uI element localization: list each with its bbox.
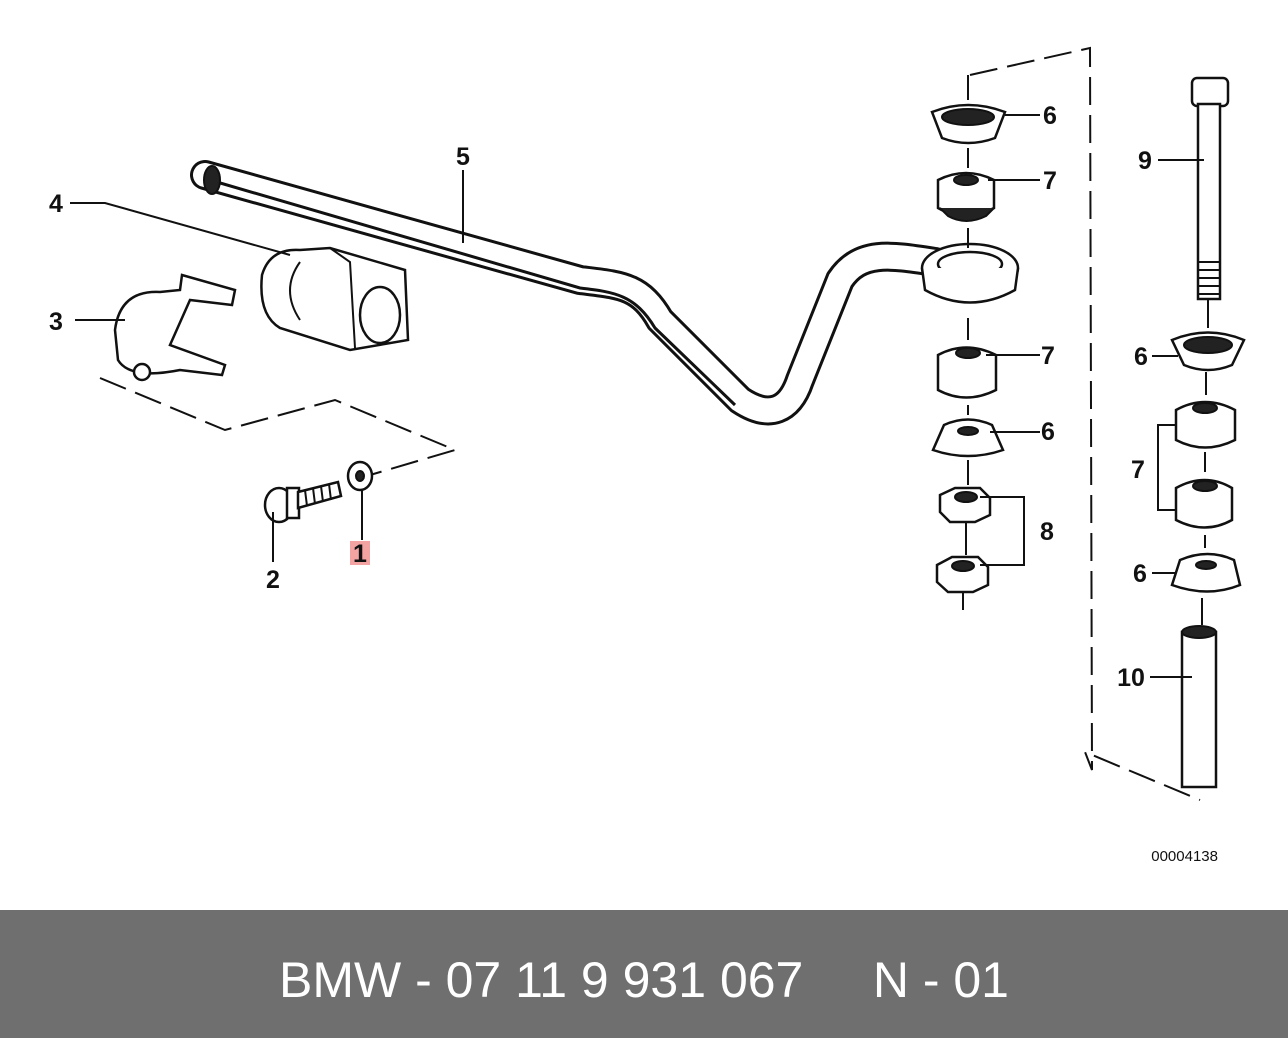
callout-7-lower: 7 [1041,342,1055,370]
bracket-clamp [113,273,237,382]
callout-6-right-bottom: 6 [1133,560,1147,588]
nut-upper [938,486,992,524]
callout-highlight [350,541,370,565]
callout-6-top: 6 [1043,102,1057,130]
callout-3: 3 [49,308,63,336]
callout-8: 8 [1040,518,1054,546]
callout-7-upper: 7 [1043,167,1057,195]
alignment-lines-right [1201,300,1209,625]
callout-10: 10 [1117,664,1145,692]
nut-lower [935,555,990,594]
callout-5: 5 [456,143,470,171]
callout-9: 9 [1138,147,1152,175]
part-number-banner: BMW - 07 11 9 931 067 N - 01 [0,910,1288,1038]
bushing-right-lower [1174,478,1234,529]
bushing-lower [936,346,998,399]
parts-diagram: 1 2 3 4 5 6 7 7 6 8 9 6 7 6 10 00004138 [49,46,1246,865]
leader-lines [70,114,1204,678]
alignment-lines-middle [962,75,969,610]
callout-7-right: 7 [1131,456,1145,484]
long-bolt [1190,76,1230,301]
callout-6-middle: 6 [1041,418,1055,446]
spacer-sleeve [1180,625,1218,789]
cup-washer-top [930,103,1007,145]
assembly-line-left [99,377,458,476]
cup-washer-right-bottom [1170,552,1242,593]
washer [346,460,374,492]
bolt [263,480,343,524]
callout-4: 4 [49,190,63,218]
callout-6-right-top: 6 [1134,343,1148,371]
part-number-text: BMW - 07 11 9 931 067 N - 01 [279,952,1009,1008]
callout-1: 1 [353,540,367,568]
cup-washer-middle [931,418,1005,458]
cup-washer-right-top [1170,331,1246,372]
rubber-mount [260,246,410,352]
bushing-right-upper [1174,400,1237,449]
bushing-upper [936,171,996,222]
stabilizer-bar [190,160,1020,426]
callout-2: 2 [266,566,280,594]
assembly-line-right [969,46,1201,801]
diagram-reference-number: 00004138 [1151,848,1218,865]
